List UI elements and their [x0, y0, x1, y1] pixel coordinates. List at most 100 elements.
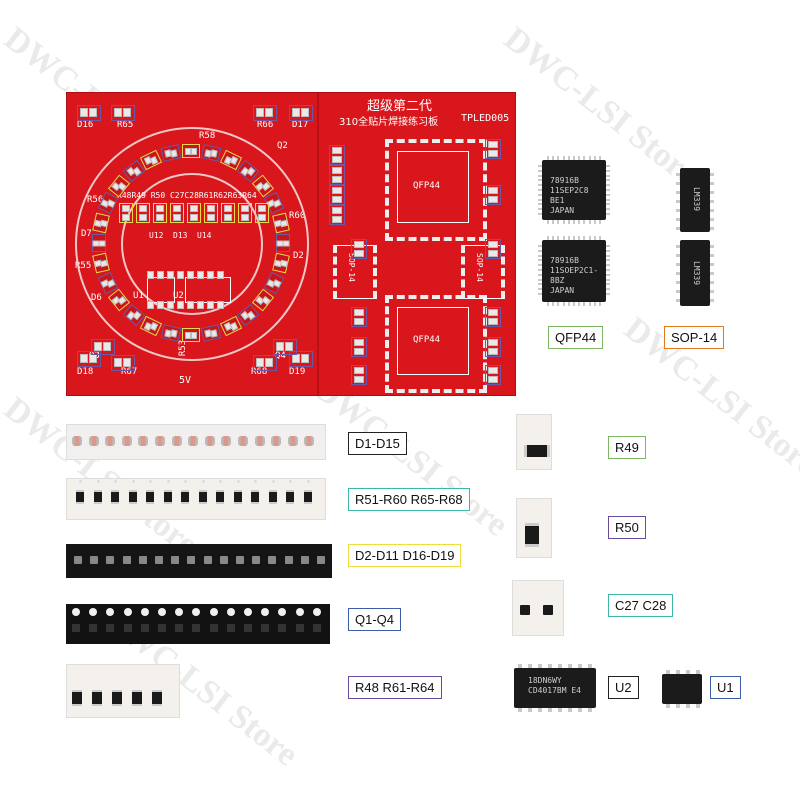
corner-footprint [289, 351, 313, 367]
side-footprint [485, 239, 501, 259]
qfp-pin [606, 249, 610, 252]
qfp-pin [606, 174, 610, 177]
side-pad [488, 196, 498, 203]
side-pad [332, 216, 342, 223]
qfp-pin [538, 203, 542, 206]
glass-diode [155, 436, 165, 446]
corner-pad [301, 354, 309, 363]
silk-resistor-row: R48R49 R50 C27C28R61R62R63R64 [117, 191, 257, 200]
tape-resistor [233, 490, 242, 504]
qfp-pin [606, 264, 610, 267]
qfp-pin [538, 213, 542, 215]
sprocket [149, 480, 152, 483]
side-pad [488, 141, 498, 148]
sprocket [289, 480, 292, 483]
tape-resistor [216, 490, 224, 504]
corner-pad [301, 108, 309, 117]
u-pad [177, 271, 184, 279]
side-footprint [329, 205, 345, 225]
sop-pin [710, 182, 714, 185]
silk-d13: D13 [173, 231, 188, 240]
tape-led [171, 556, 180, 564]
u2-pin [538, 664, 542, 668]
sop-pin [710, 272, 714, 275]
sop-pin [676, 272, 680, 275]
u-pad [187, 301, 194, 309]
qfp-pin [567, 302, 570, 306]
corner-pad [89, 108, 97, 117]
sprocket [166, 480, 170, 483]
corner-pad [94, 342, 102, 351]
qfp-pin [562, 156, 565, 160]
qfp-pin [606, 184, 610, 187]
silk-r66: R66 [257, 120, 274, 130]
u-pad [187, 271, 194, 279]
tape-hole [106, 608, 115, 616]
qfp-pin [562, 220, 565, 224]
silk-q4: Q4 [275, 351, 286, 361]
side-pad [488, 348, 498, 355]
tape-led [236, 556, 244, 564]
tape-led [219, 556, 228, 564]
qfp-pin [562, 302, 565, 306]
qfp-pin [606, 213, 610, 215]
corner-pad [285, 342, 293, 351]
tape-led [106, 556, 115, 564]
sop-pin [710, 299, 714, 302]
u2-pin [578, 664, 582, 668]
u-pad [207, 271, 214, 279]
glass-diode [138, 436, 149, 446]
sprocket [79, 480, 82, 483]
qfp-pin [588, 236, 591, 240]
tape-hole [123, 608, 132, 616]
sprocket [184, 480, 187, 483]
side-pad [488, 376, 498, 383]
qfp-pin [606, 203, 610, 206]
tape-hole [175, 608, 184, 616]
tape-transistor [106, 624, 115, 632]
glass-diode [171, 436, 182, 446]
silk-r68: R68 [251, 367, 268, 377]
tape-transistor [158, 624, 166, 632]
corner-pad [89, 354, 97, 363]
qfp-pin [573, 220, 575, 224]
side-footprint [485, 185, 501, 205]
corner-footprint [77, 105, 101, 121]
corner-pad [292, 354, 300, 363]
sop-pin [710, 191, 714, 194]
silk-d19: D19 [289, 367, 306, 377]
qfp-pin [538, 273, 542, 276]
side-pad [488, 187, 498, 194]
glass-diode [188, 436, 199, 446]
side-pad [488, 241, 498, 248]
row-pad-metal [139, 214, 147, 221]
u1-pin [676, 704, 680, 708]
ring-pad-metal [169, 329, 178, 338]
label-d2-d19: D2-D11 D16-D19 [348, 544, 462, 567]
row-pad-metal [207, 205, 215, 212]
sprocket [114, 480, 117, 483]
ring-pad-metal [185, 148, 191, 155]
corner-pad [80, 108, 88, 117]
led-ring-inner [121, 173, 263, 315]
silk-qfp-bottom: QFP44 [413, 335, 441, 345]
qfp-pin [538, 269, 542, 271]
qfp-pin [573, 302, 575, 306]
tape-r48 [132, 690, 142, 706]
row-pad [136, 203, 150, 223]
u-pad [157, 301, 164, 309]
tape-hole [192, 608, 201, 616]
silk-u2: U2 [173, 291, 184, 301]
sop-pin [710, 281, 714, 284]
qfp-pin [606, 169, 610, 172]
corner-pad [292, 108, 300, 117]
row-pad-metal [224, 214, 232, 221]
side-pad [488, 309, 498, 316]
label-r48-r64: R48 R61-R64 [348, 676, 442, 699]
corner-pad [276, 342, 284, 351]
r50-strip [516, 498, 552, 558]
tape-led [90, 556, 99, 564]
glass-diode [238, 436, 248, 446]
